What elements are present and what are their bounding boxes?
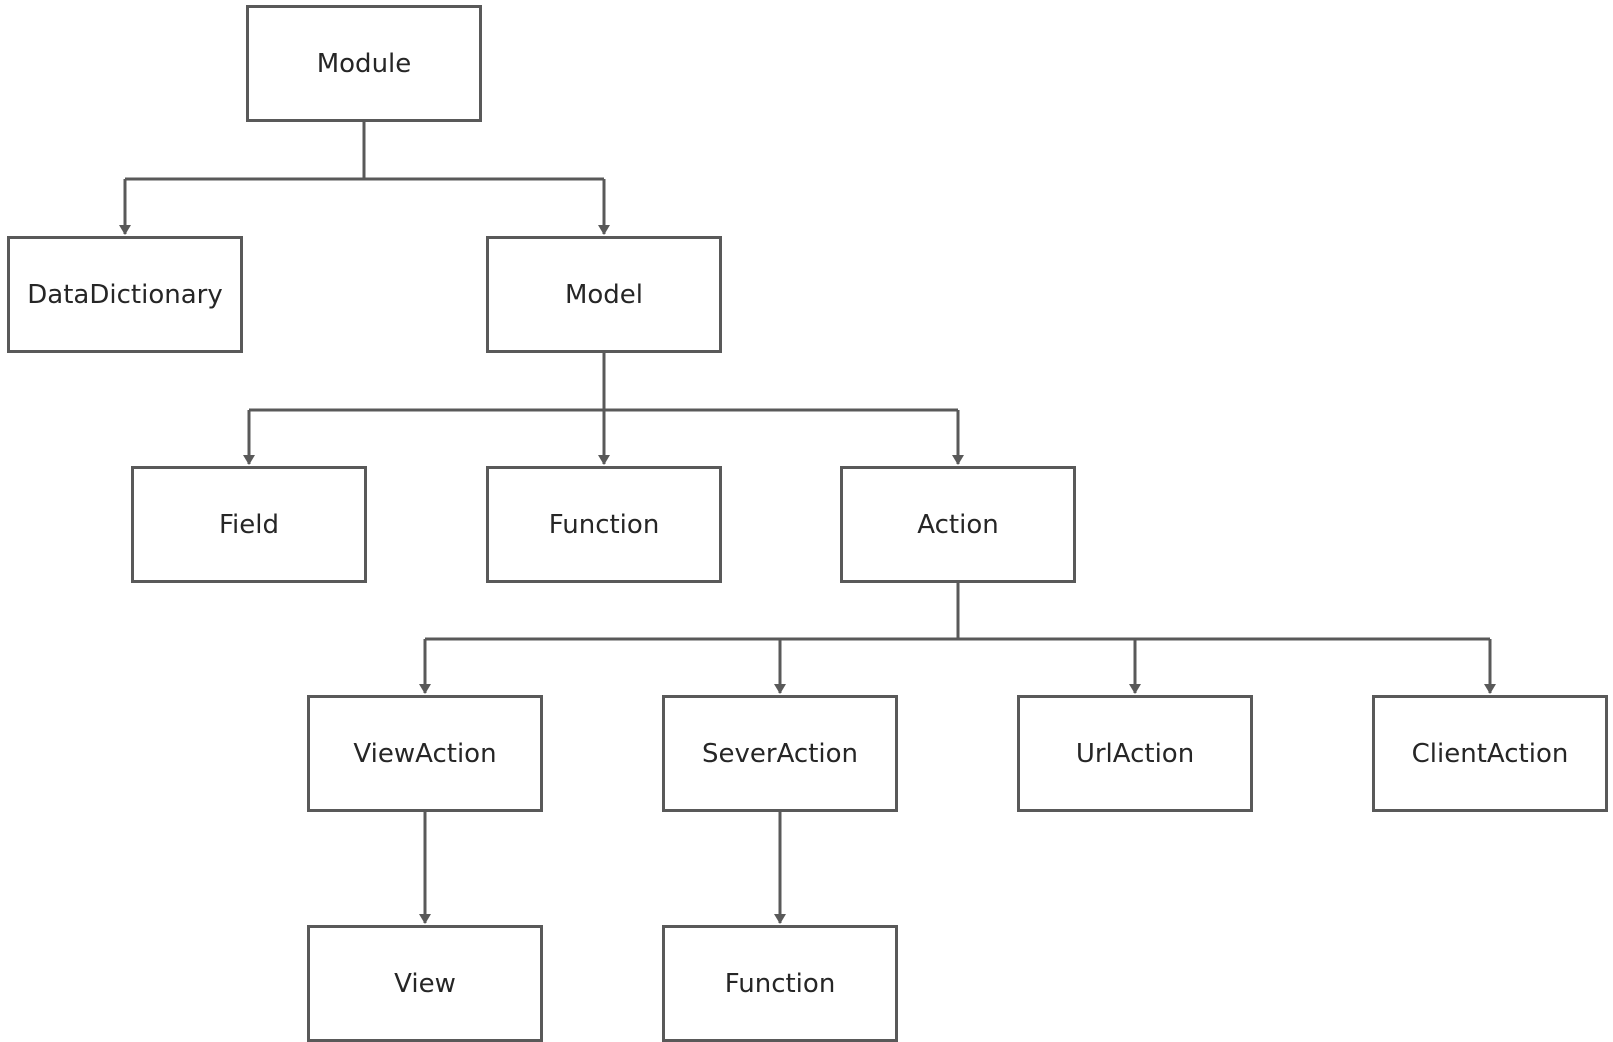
node-action[interactable]: Action	[840, 466, 1076, 583]
node-label: Field	[218, 509, 279, 540]
node-label: View	[394, 968, 456, 999]
node-label: DataDictionary	[27, 279, 223, 310]
node-function-severaction[interactable]: Function	[662, 925, 898, 1042]
node-label: Module	[316, 48, 412, 79]
node-label: UrlAction	[1075, 738, 1195, 769]
node-label: Model	[564, 279, 644, 310]
node-field[interactable]: Field	[131, 466, 367, 583]
connector-lines	[119, 122, 1496, 924]
node-view[interactable]: View	[307, 925, 543, 1042]
node-label: Action	[917, 509, 999, 540]
node-label: ViewAction	[353, 738, 497, 769]
node-datadictionary[interactable]: DataDictionary	[7, 236, 243, 353]
node-label: ClientAction	[1411, 738, 1569, 769]
node-viewaction[interactable]: ViewAction	[307, 695, 543, 812]
node-module[interactable]: Module	[246, 5, 482, 122]
node-clientaction[interactable]: ClientAction	[1372, 695, 1608, 812]
node-function-model[interactable]: Function	[486, 466, 722, 583]
node-severaction[interactable]: SeverAction	[662, 695, 898, 812]
node-model[interactable]: Model	[486, 236, 722, 353]
node-label: Function	[548, 509, 660, 540]
node-urlaction[interactable]: UrlAction	[1017, 695, 1253, 812]
node-label: SeverAction	[702, 738, 858, 769]
node-label: Function	[724, 968, 836, 999]
